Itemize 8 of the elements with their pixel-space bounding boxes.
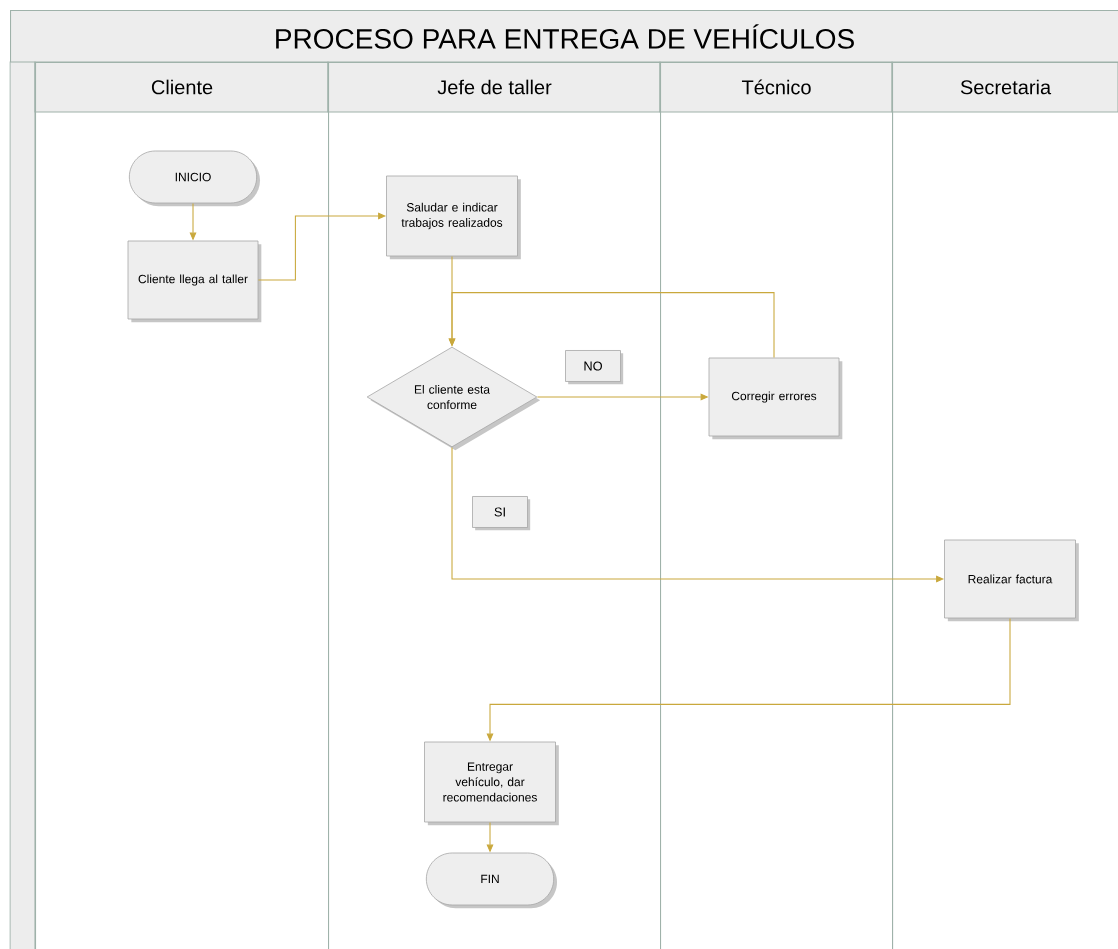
- edge-label: NO: [565, 350, 624, 385]
- edge-label: SI: [472, 496, 531, 531]
- process-box: Entregar vehículo, dar recomendaciones: [424, 741, 559, 826]
- process-box: Saludar e indicar trabajos realizados: [386, 175, 521, 260]
- process-box: Realizar factura: [944, 539, 1079, 622]
- process-box: Corregir errores: [708, 357, 843, 440]
- arrow: [448, 292, 775, 359]
- process-box: Cliente llega al taller: [127, 240, 262, 323]
